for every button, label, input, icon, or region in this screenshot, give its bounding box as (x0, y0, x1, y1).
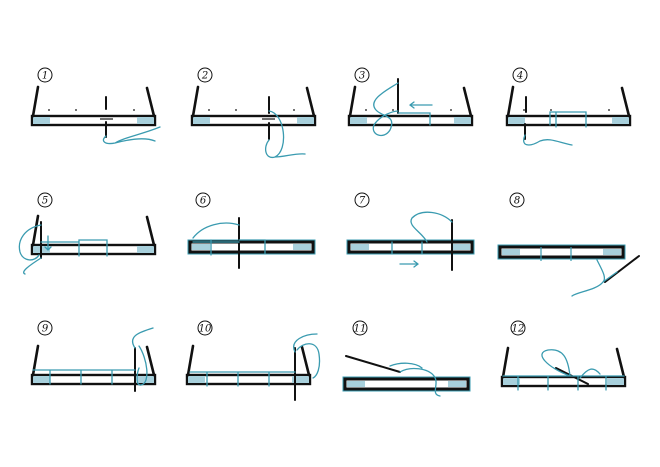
book-spine (30, 85, 157, 127)
step-number: 1 (42, 71, 48, 82)
step-4: 4 (505, 67, 632, 146)
thread (102, 126, 161, 145)
thread (391, 211, 453, 255)
step-6: 6 (186, 192, 317, 269)
thread (372, 82, 431, 137)
step-5: 5 (18, 192, 157, 275)
thread (523, 111, 587, 146)
step-7: 7 (345, 192, 476, 271)
step-9: 9 (30, 320, 157, 392)
step-number: 12 (512, 324, 525, 335)
direction-arrow (408, 101, 433, 109)
step-number: 4 (516, 71, 523, 82)
thread (389, 362, 441, 397)
step-12: 12 (500, 320, 627, 391)
step-10: 10 (185, 320, 321, 401)
step-3: 3 (347, 67, 474, 137)
sewing-holes (48, 109, 135, 111)
thread (264, 110, 306, 159)
step-number: 3 (359, 71, 365, 82)
step-number: 7 (359, 196, 366, 207)
thread (32, 327, 154, 386)
step-number: 11 (354, 324, 367, 335)
thread (18, 224, 108, 275)
step-number: 8 (514, 196, 520, 207)
step-number: 10 (199, 324, 212, 335)
step-number-circle (37, 67, 53, 83)
step-11: 11 (341, 320, 472, 397)
step-number: 2 (201, 71, 208, 82)
thread (192, 222, 266, 256)
step-2: 2 (190, 67, 317, 159)
thread (571, 259, 618, 297)
step-number: 6 (200, 196, 207, 207)
step-8: 8 (496, 192, 640, 297)
step-number: 5 (42, 196, 48, 207)
step-1: 1 (30, 67, 161, 145)
thread (189, 333, 321, 387)
direction-arrow (399, 260, 420, 268)
thread (502, 349, 625, 391)
step-number: 9 (42, 324, 49, 335)
direction-arrow (44, 235, 52, 251)
